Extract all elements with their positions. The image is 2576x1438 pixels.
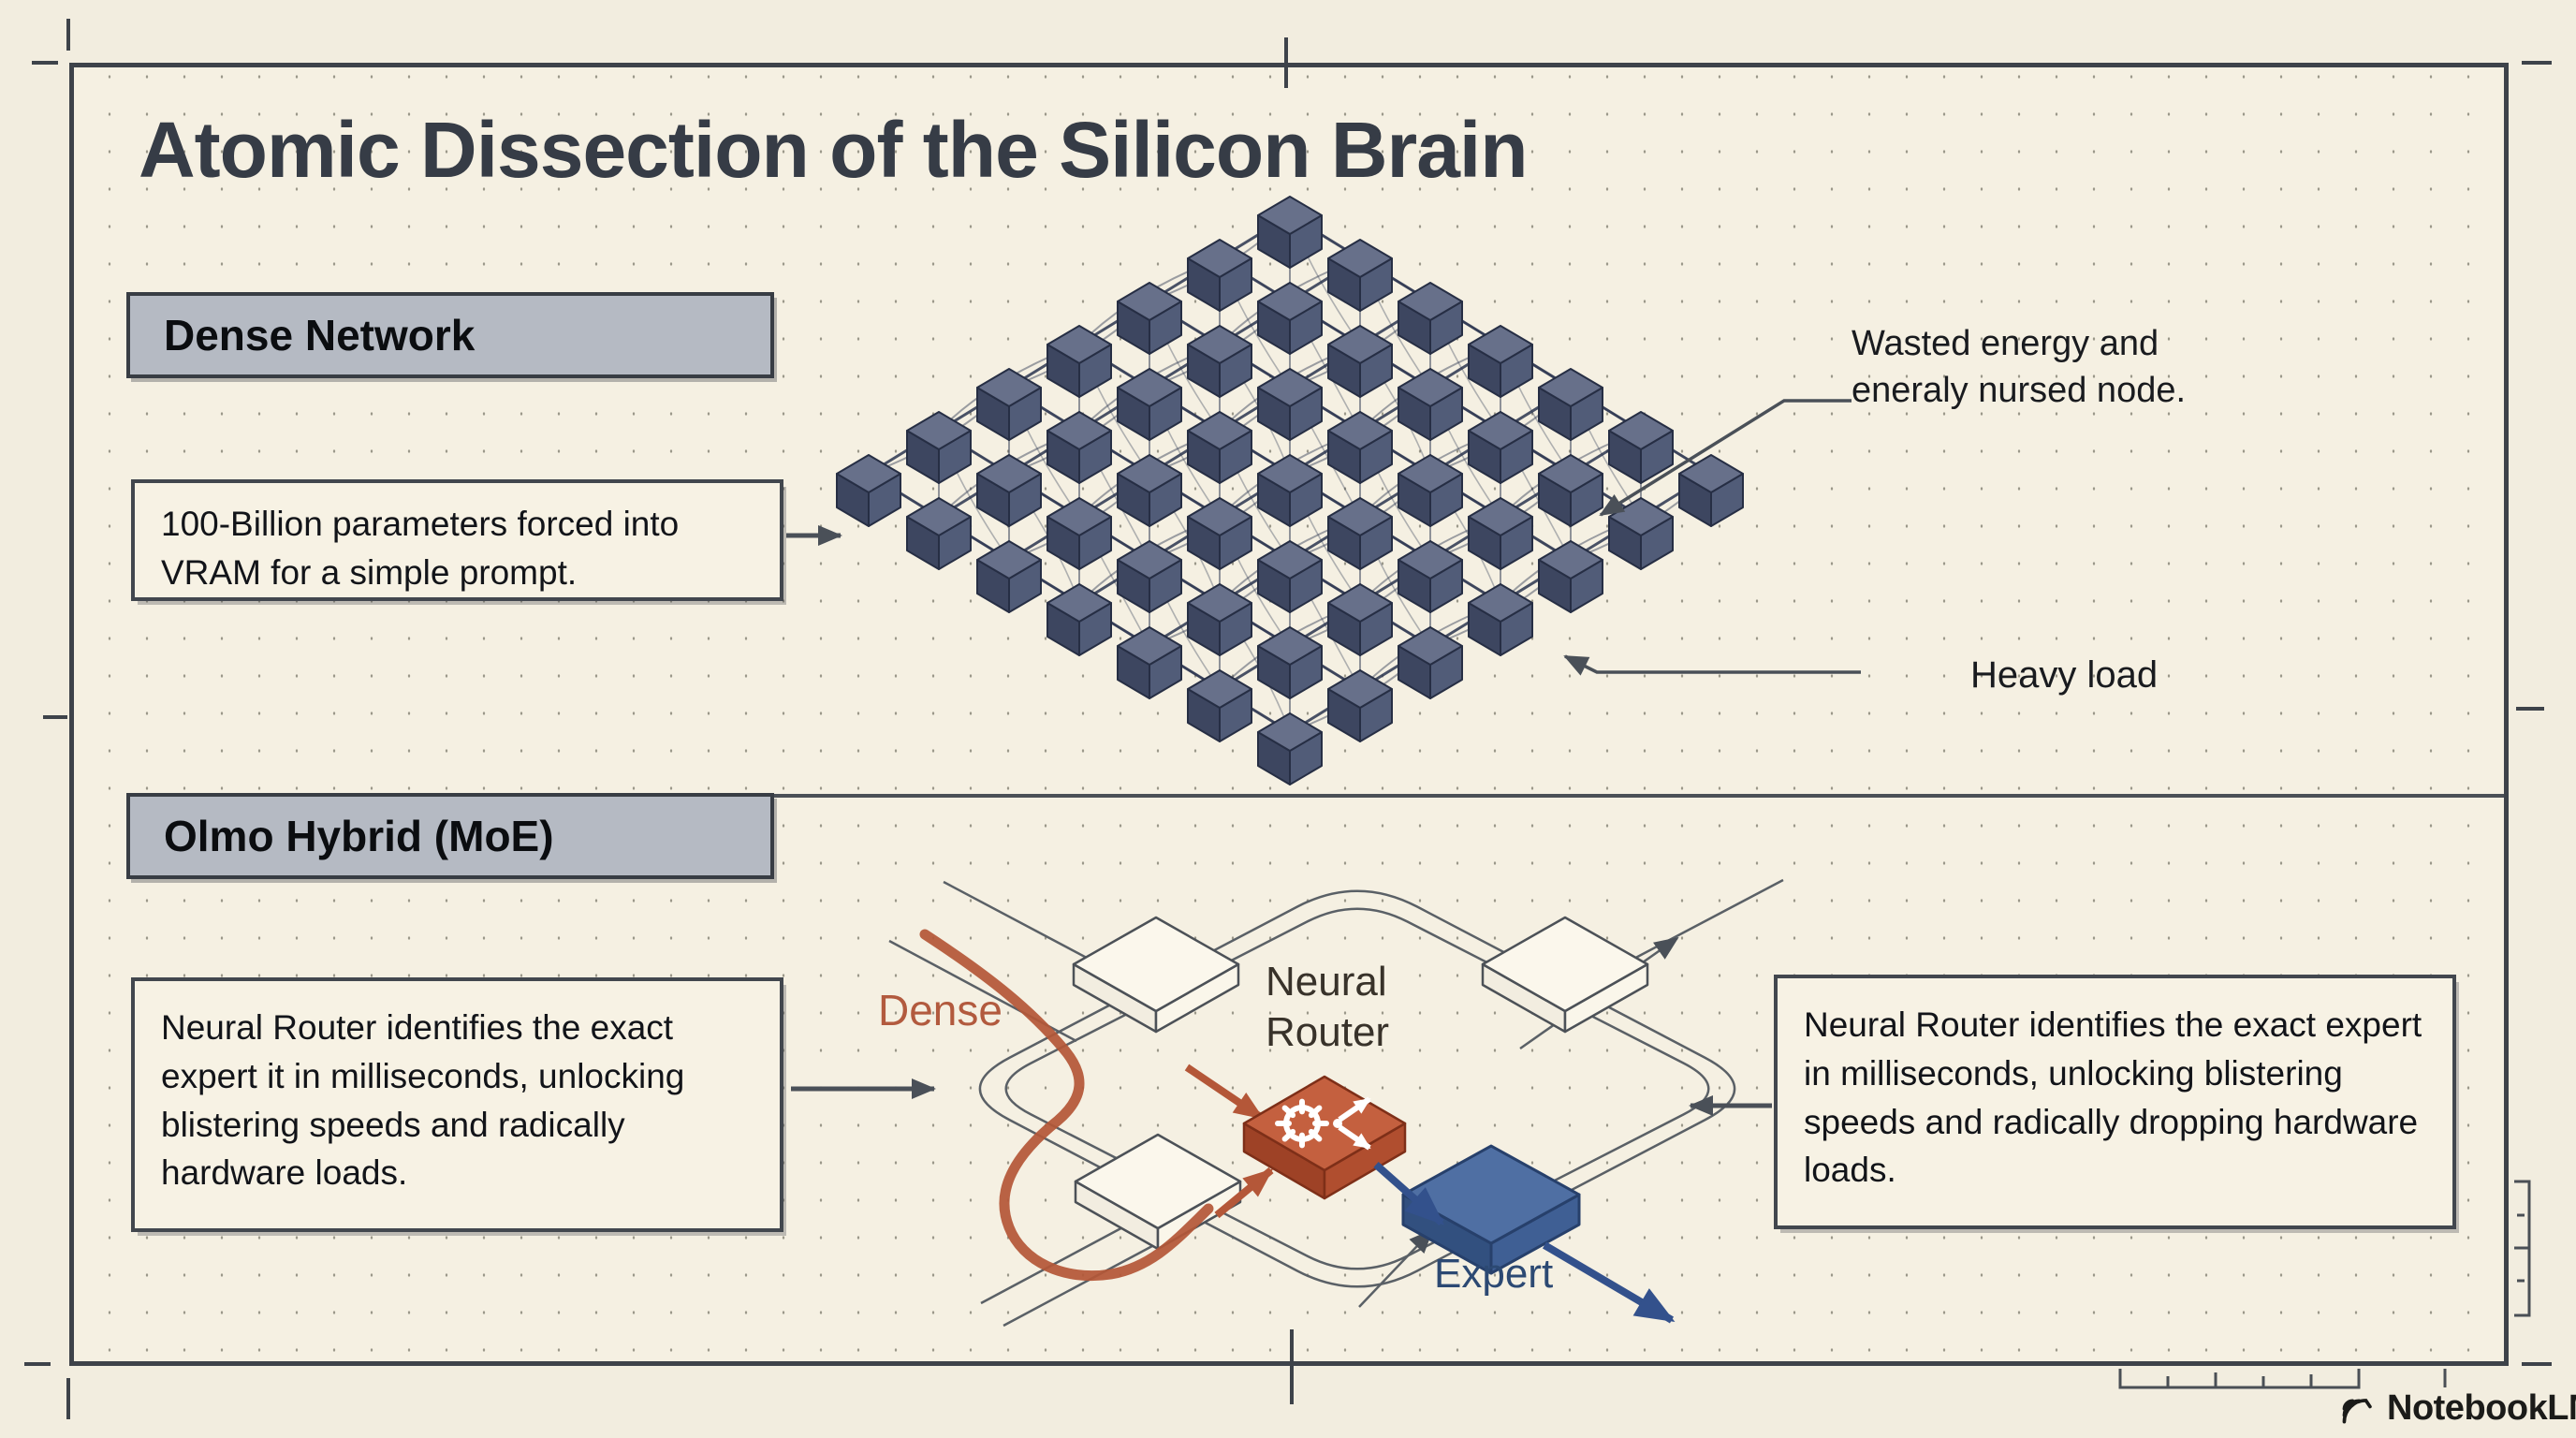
moe-expert-label: Expert xyxy=(1434,1251,1554,1297)
moe-dense-path-label: Dense xyxy=(878,986,1003,1034)
notebooklm-icon xyxy=(2342,1399,2372,1424)
section-label-olmo-hybrid: Olmo Hybrid (MoE) xyxy=(126,793,774,879)
dense-network-illustration xyxy=(836,196,1744,785)
callout-dense-parameters: 100-Billion parameters forced into VRAM … xyxy=(131,479,783,601)
notebooklm-wordmark: NotebookLM xyxy=(2387,1387,2576,1428)
leader-arrows xyxy=(786,399,1861,676)
moe-diagram xyxy=(791,878,1784,1328)
page-title: Atomic Dissection of the Silicon Brain xyxy=(139,106,1529,194)
section-label-text: Dense Network xyxy=(164,311,476,360)
moe-neural-router-label: Neural Router xyxy=(1266,959,1390,1055)
section-label-dense-network: Dense Network xyxy=(126,292,774,378)
annotation-wasted-energy: Wasted energy and eneraly nursed node. xyxy=(1852,324,2187,411)
section-label-text: Olmo Hybrid (MoE) xyxy=(164,812,554,860)
callout-neural-router-left: Neural Router identifies the exact exper… xyxy=(131,977,783,1232)
annotation-heavy-load: Heavy load xyxy=(1970,654,2159,696)
notebooklm-brand: NotebookLM xyxy=(2336,1387,2576,1429)
callout-neural-router-right: Neural Router identifies the exact exper… xyxy=(1774,975,2456,1229)
